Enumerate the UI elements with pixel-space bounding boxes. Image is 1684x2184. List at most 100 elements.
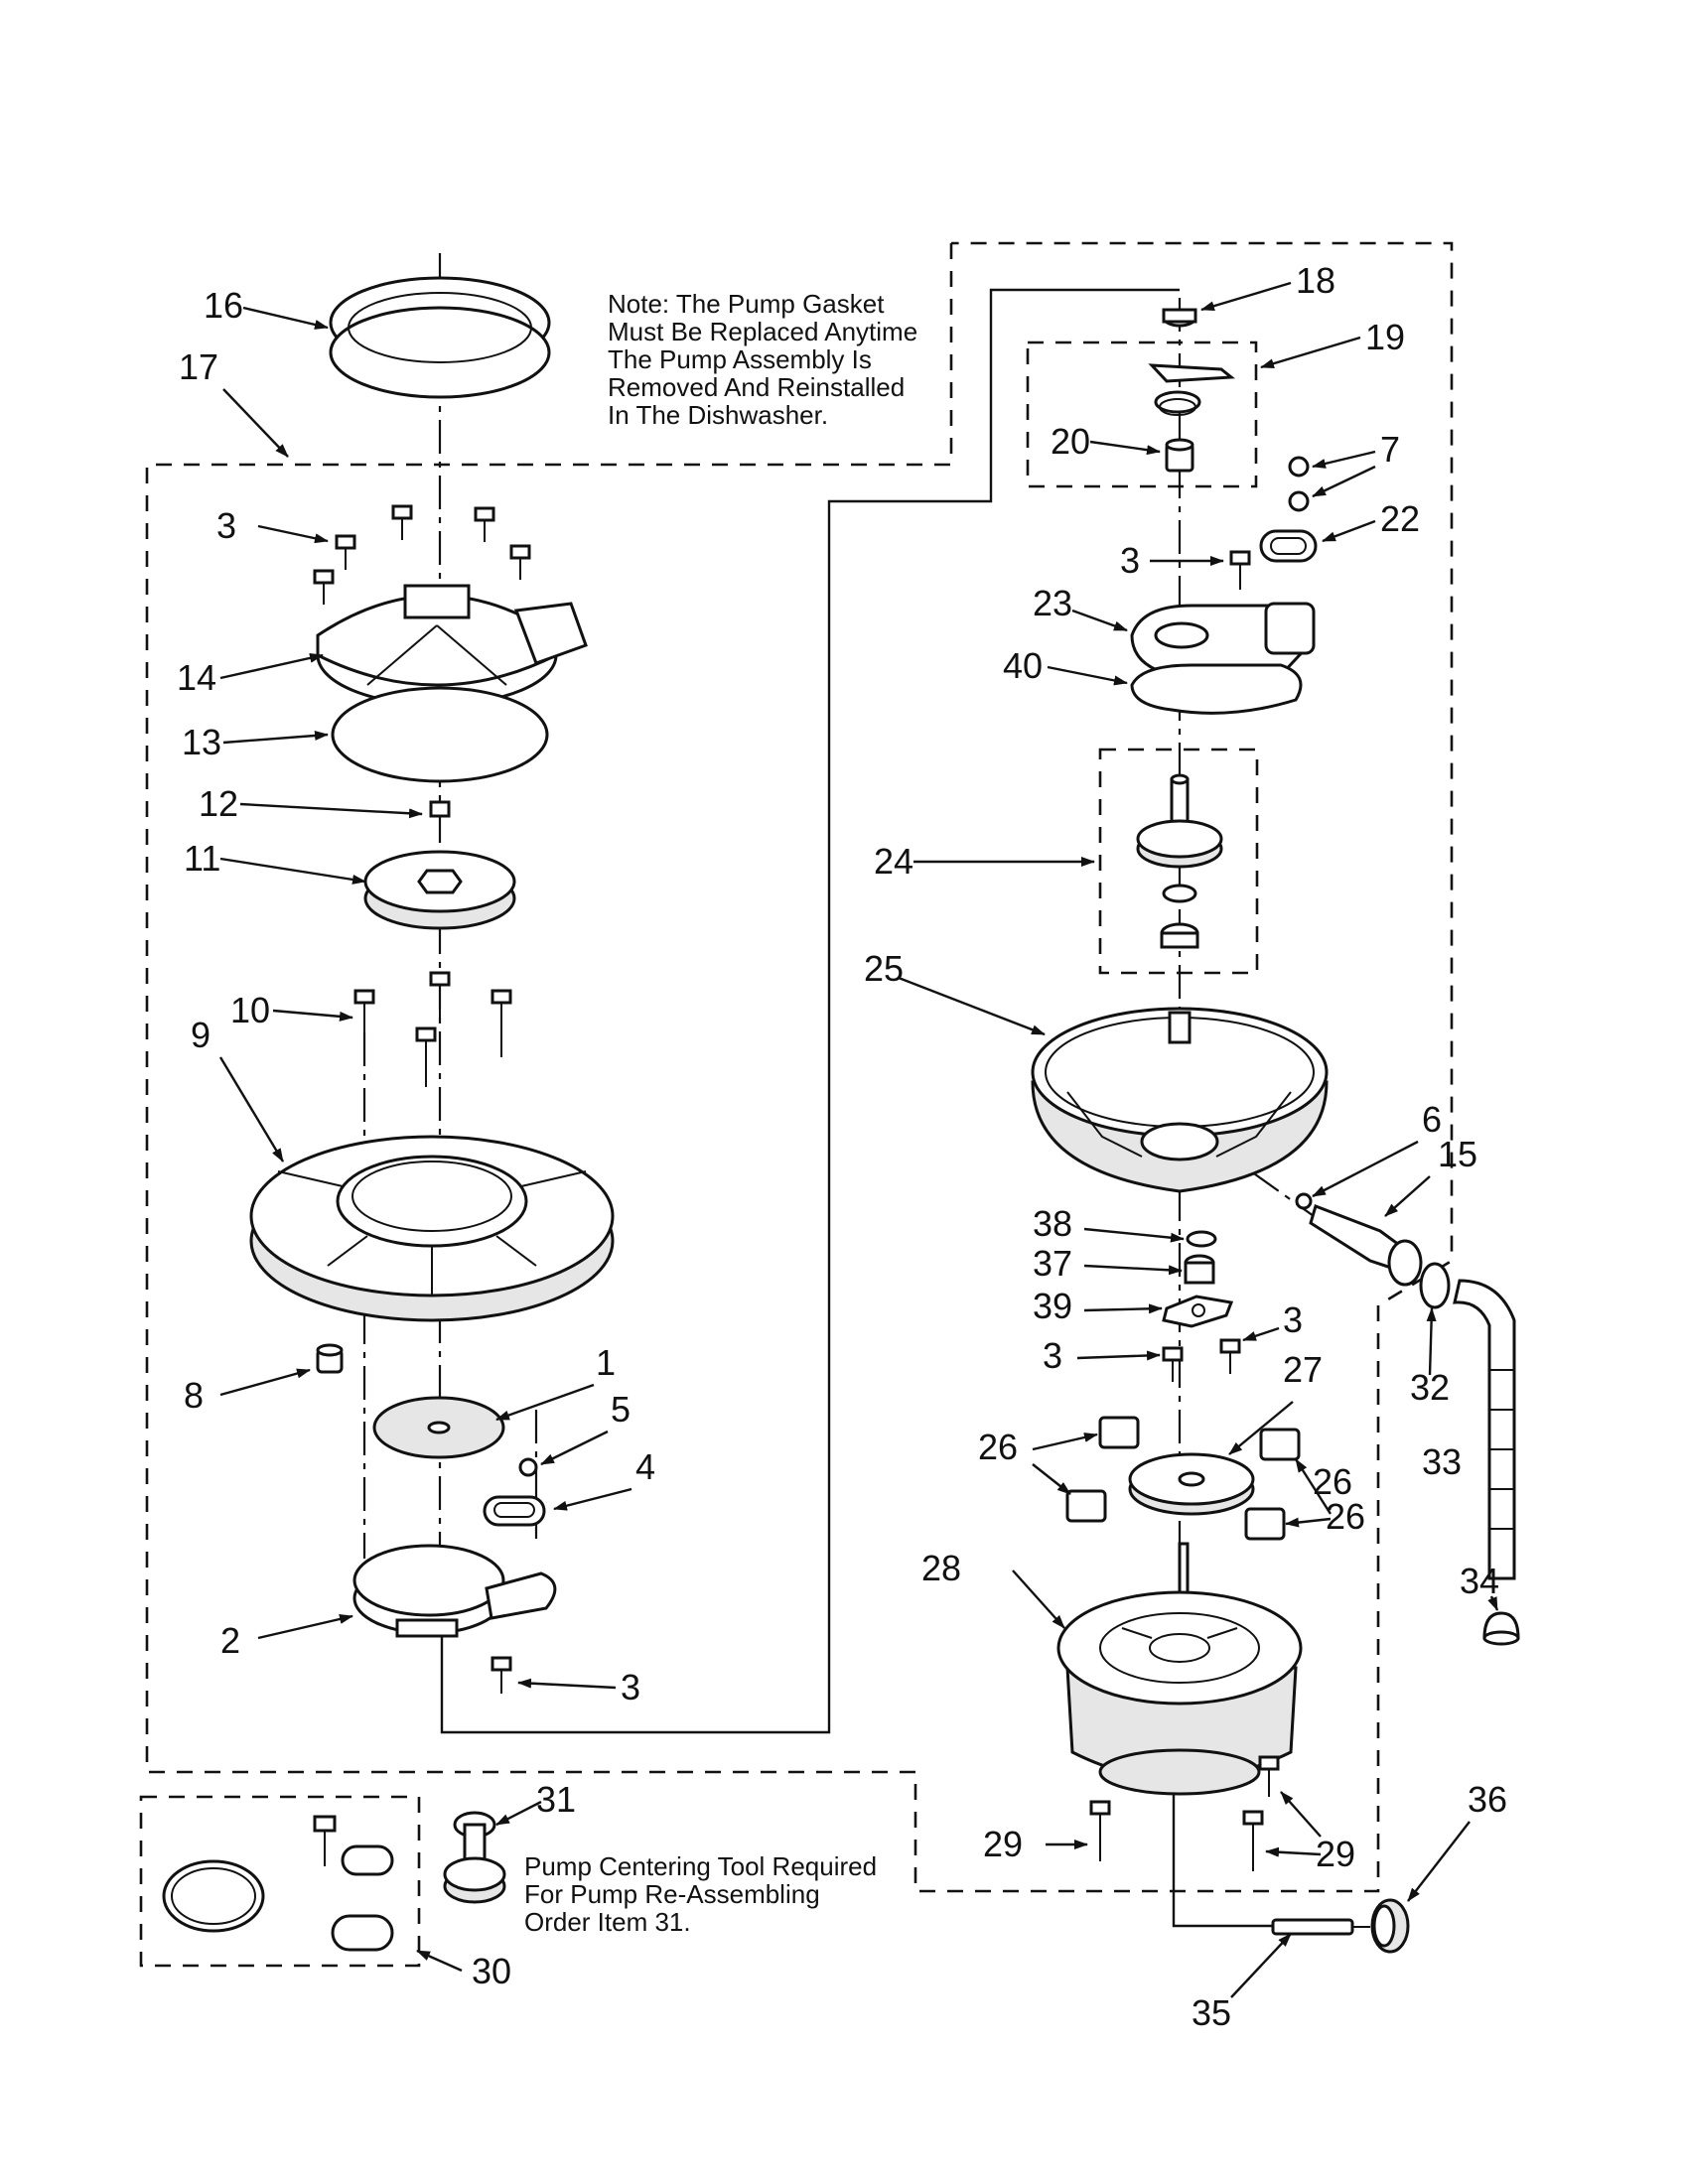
screw-part-3e [1219,1338,1241,1374]
clip-part-26b [1065,1489,1107,1523]
seal-part-37 [1184,1254,1215,1285]
callout-26c: 26 [1326,1496,1365,1537]
o-ring-part-6 [1295,1192,1313,1210]
ball-part-5 [518,1457,538,1477]
leader-lines [218,281,1499,1998]
bolt-part-29a [1089,1800,1111,1861]
note-line: Pump Centering Tool Required [524,1851,878,1881]
shaft-seal-part-24 [1136,773,1223,949]
impeller-part-11 [363,850,516,930]
o-ring-part-38 [1186,1230,1217,1248]
centering-tool-part-31 [443,1811,506,1904]
screws-part-3 [313,504,531,605]
callout-3d: 3 [1043,1335,1062,1376]
housing-part-23 [1130,602,1316,677]
pump-gasket-part-16 [329,276,551,399]
nut-part-18 [1162,308,1197,328]
filter-screen-part-1 [372,1396,505,1459]
callout-38: 38 [1033,1203,1072,1244]
subgroup-boundary-19 [1026,341,1258,488]
seal-assembly-part-19 [1148,363,1235,416]
note-line: The Pump Assembly Is [608,344,872,374]
callout-14: 14 [177,657,216,698]
callout-11: 11 [184,838,220,879]
o-ring-part-13 [331,686,549,783]
ball-part-7a [1288,456,1310,478]
callout-34: 34 [1460,1561,1499,1601]
centering-tool-note: Pump Centering Tool Required For Pump Re… [524,1852,877,1936]
cap-part-34 [1482,1611,1520,1646]
callout-26a: 26 [978,1427,1018,1467]
callout-32: 32 [1410,1367,1450,1408]
callout-1: 1 [596,1342,616,1383]
callout-36: 36 [1468,1779,1507,1820]
pin-part-35 [1271,1918,1370,1936]
callout-8: 8 [184,1375,204,1416]
assembly-boundary-17 [145,241,1454,1893]
callout-labels: 16 17 3 14 13 12 11 10 9 8 1 5 4 2 3 31 … [177,260,1507,2033]
callout-6: 6 [1422,1099,1442,1140]
callout-33: 33 [1422,1441,1462,1482]
gasket-part-4 [483,1495,546,1527]
note-line: Order Item 31. [524,1907,691,1937]
valve-part-15 [1309,1204,1423,1287]
note-line: For Pump Re-Assembling [524,1879,820,1909]
callout-17: 17 [179,346,218,387]
hose-part-33 [1453,1279,1516,1580]
callout-35: 35 [1192,1992,1231,2033]
callout-18: 18 [1296,260,1335,301]
gasket-part-22 [1259,529,1318,563]
clip-part-26a [1098,1416,1140,1449]
callout-25: 25 [864,948,904,989]
callout-16: 16 [204,285,243,326]
clip-part-26c [1259,1428,1301,1461]
kit-contents-part-30 [162,1815,394,1952]
note-line: In The Dishwasher. [608,400,829,430]
callout-10: 10 [230,990,270,1030]
motor-part-28 [1056,1542,1303,1796]
routing-line [440,288,1180,1734]
callout-40: 40 [1003,645,1043,686]
center-axes [362,253,1322,1618]
callout-5: 5 [611,1389,631,1430]
callout-7: 7 [1380,429,1400,470]
note-line: Removed And Reinstalled [608,372,906,402]
bolts-part-10 [353,971,512,1087]
bushing-part-20 [1165,438,1194,473]
plate-part-39 [1162,1295,1234,1328]
callout-26b: 26 [1313,1461,1352,1502]
pump-gasket-note: Note: The Pump Gasket Must Be Replaced A… [608,290,917,429]
callout-4: 4 [635,1446,655,1487]
callout-24: 24 [874,841,913,882]
callout-3e: 3 [1283,1299,1303,1340]
screw-part-12 [429,800,451,834]
callout-29a: 29 [983,1824,1023,1864]
gasket-part-40 [1130,663,1303,715]
clamp-part-32 [1419,1262,1451,1309]
plug-part-8 [316,1343,344,1374]
pump-cover-part-9 [249,1135,615,1322]
callout-12: 12 [199,783,238,824]
impeller-part-27 [1128,1452,1255,1516]
callout-28: 28 [921,1548,961,1588]
note-line: Must Be Replaced Anytime [608,317,918,346]
callout-19: 19 [1365,317,1405,357]
callout-3b: 3 [621,1667,640,1707]
clip-part-26d [1244,1507,1286,1541]
kit-boundary-30 [139,1795,421,1968]
note-line: Note: The Pump Gasket [608,289,885,319]
sump-part-25 [1031,1007,1329,1193]
bolt-part-29b [1242,1810,1264,1871]
ball-part-7b [1288,490,1310,512]
screw-part-3b [491,1656,512,1694]
callout-20: 20 [1051,421,1090,462]
callout-22: 22 [1380,498,1420,539]
callout-3c: 3 [1120,540,1140,581]
callout-2: 2 [220,1620,240,1661]
callout-9: 9 [191,1015,210,1055]
callout-15: 15 [1438,1134,1477,1174]
callout-13: 13 [182,722,221,762]
callout-37: 37 [1033,1243,1072,1284]
callout-31: 31 [536,1779,576,1820]
